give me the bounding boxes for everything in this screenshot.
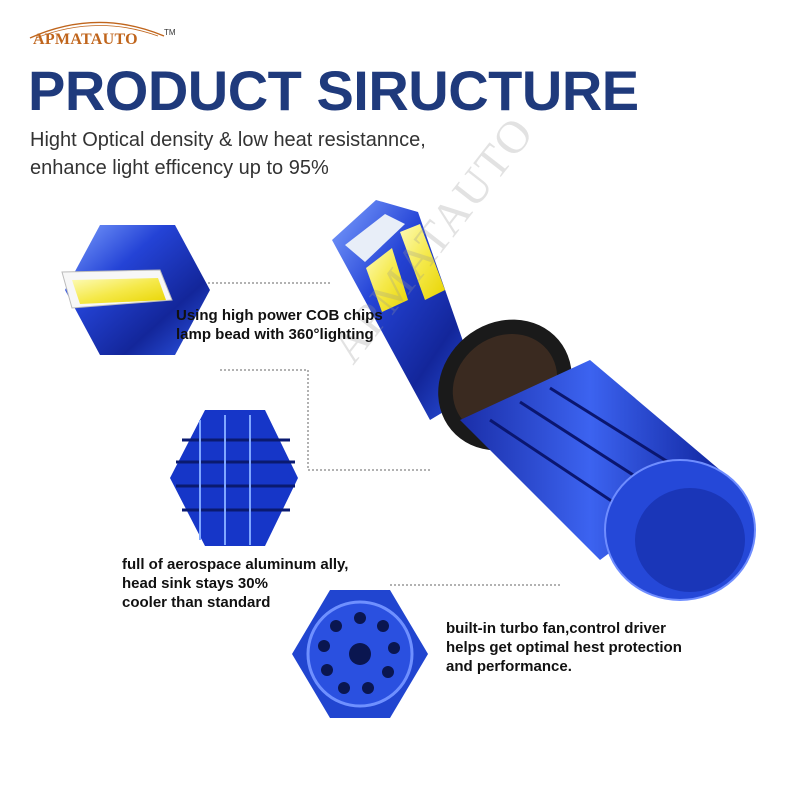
heatsink-detail-hexagon bbox=[170, 410, 298, 546]
callout-line: lamp bead with 360°lighting bbox=[176, 326, 374, 343]
callout-cob-chips: Using high power COB chips lamp bead wit… bbox=[176, 306, 383, 344]
callout-line: head sink stays 30% bbox=[122, 575, 268, 592]
chip-detail-hexagon bbox=[61, 225, 210, 355]
trademark-mark: TM bbox=[164, 28, 176, 37]
callout-line: full of aerospace aluminum ally, bbox=[122, 556, 349, 573]
brand-name: APMATAUTO bbox=[33, 31, 138, 48]
subtitle-line-2: enhance light efficency up to 95% bbox=[30, 157, 329, 179]
led-bulb-product bbox=[332, 200, 756, 601]
page-title: PRODUCT SIRUCTURE bbox=[28, 59, 639, 122]
fan-detail-hexagon bbox=[292, 590, 428, 718]
callout-line: cooler than standard bbox=[122, 594, 271, 611]
brand-logo: APMATAUTO TM bbox=[22, 14, 176, 54]
callout-turbo-fan: built-in turbo fan,control driver helps … bbox=[446, 619, 682, 676]
subtitle-line-1: Hight Optical density & low heat resista… bbox=[30, 129, 426, 151]
callout-heatsink: full of aerospace aluminum ally, head si… bbox=[122, 555, 348, 612]
callout-line: and performance. bbox=[446, 658, 572, 675]
connector-line-heatsink bbox=[220, 369, 430, 471]
callout-line: Using high power COB chips bbox=[176, 307, 383, 324]
callout-line: helps get optimal hest protection bbox=[446, 639, 682, 656]
callout-line: built-in turbo fan,control driver bbox=[446, 620, 666, 637]
subtitle: Hight Optical density & low heat resista… bbox=[30, 126, 426, 182]
